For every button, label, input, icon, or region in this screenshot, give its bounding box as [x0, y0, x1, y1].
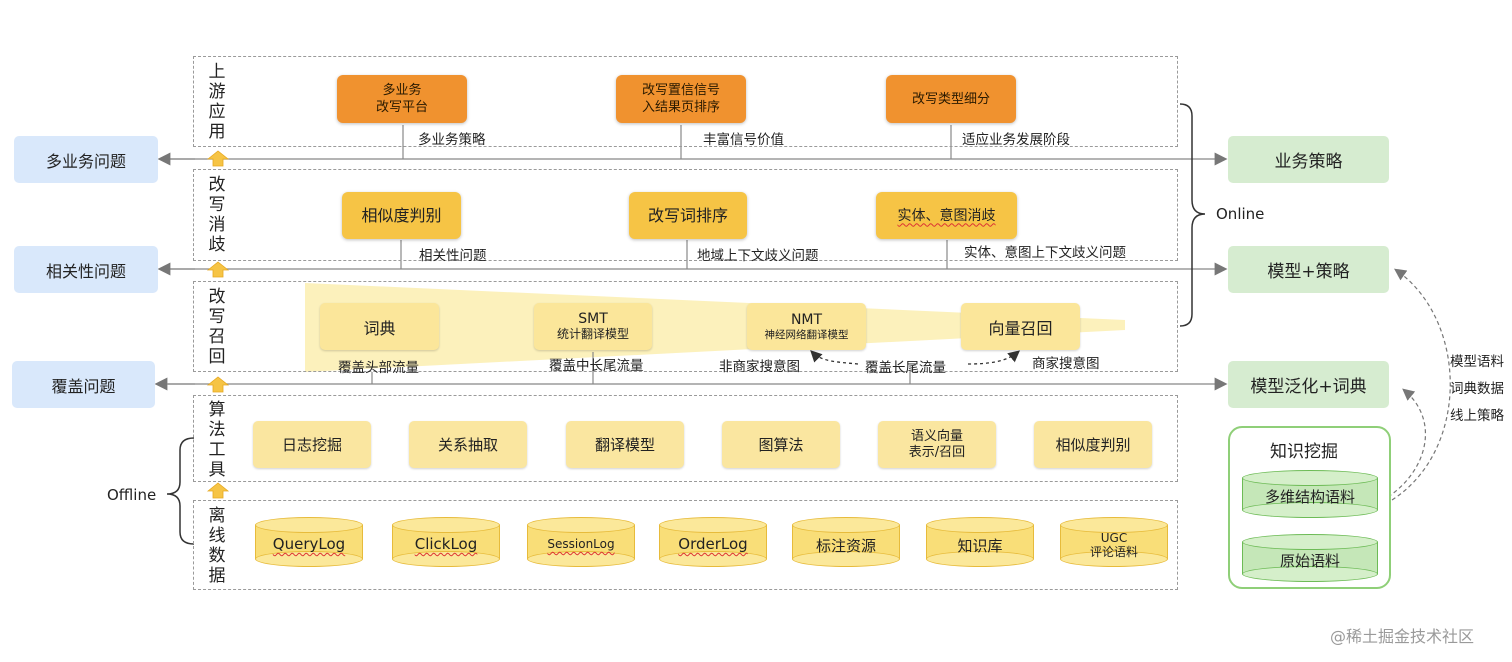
cylinder-structured-corpus: 多维结构语料: [1242, 470, 1378, 518]
raw-corpus-label: 原始语料: [1279, 552, 1340, 570]
layer-algorithm-tools: [193, 395, 1178, 482]
disambig-box-entity-intent-text: 实体、意图消歧: [897, 207, 996, 224]
structured-corpus-label: 多维结构语料: [1264, 488, 1355, 506]
layer-label-algo: 算 法 工 具: [208, 400, 226, 480]
data-label-sessionlog: SessionLog: [547, 537, 615, 551]
recall-box-dictionary-title: 词典: [363, 318, 396, 338]
data-cylinder-knowledge-base: 知识库: [926, 517, 1034, 567]
recall-box-vector-title: 向量召回: [988, 318, 1053, 338]
data-label-knowledge-base: 知识库: [957, 537, 1003, 555]
recall-box-nmt-title: NMT: [790, 311, 823, 328]
upstream-note-3: 适应业务发展阶段: [962, 132, 1070, 148]
layer-offline-data: [193, 500, 1178, 590]
recall-note-non-merchant: 非商家搜意图: [719, 359, 800, 375]
side-note-model-corpus: 模型语料: [1450, 354, 1504, 370]
disambig-box-similarity: 相似度判别: [342, 192, 461, 239]
algo-box-graph-algorithm: 图算法: [722, 421, 840, 468]
disambig-note-3: 实体、意图上下文歧义问题: [964, 245, 1126, 261]
online-label: Online: [1216, 205, 1265, 223]
yellow-up-arrows: [206, 150, 230, 499]
data-label-querylog: QueryLog: [272, 535, 346, 553]
disambig-box-rank: 改写词排序: [629, 192, 747, 239]
layer-label-recall: 改 写 召 回: [208, 287, 226, 367]
algo-box-relation-extraction: 关系抽取: [409, 421, 527, 468]
offline-brace: [166, 437, 195, 545]
recall-box-nmt-sub: 神经网络翻译模型: [764, 328, 849, 341]
side-note-online-strategy: 线上策略: [1450, 408, 1504, 424]
knowledge-mining-title: 知识挖掘: [1270, 442, 1338, 462]
recall-box-smt-title: SMT: [578, 311, 608, 327]
layer-label-upstream: 上 游 应 用: [208, 62, 226, 142]
strategy-model-plus-strategy: 模型+策略: [1228, 246, 1389, 293]
recall-note-merchant: 商家搜意图: [1032, 356, 1100, 372]
algo-box-translation-model: 翻译模型: [566, 421, 684, 468]
strategy-business: 业务策略: [1228, 136, 1389, 183]
layer-label-disambig: 改 写 消 歧: [208, 175, 226, 255]
layer-upstream-app: [193, 56, 1178, 147]
data-cylinder-annotation: 标注资源: [792, 517, 900, 567]
recall-box-nmt: NMT 神经网络翻译模型: [747, 303, 866, 350]
strategy-generalization-dictionary: 模型泛化+词典: [1228, 361, 1389, 408]
algo-box-semantic-vector: 语义向量 表示/召回: [878, 421, 996, 468]
recall-note-head: 覆盖头部流量: [338, 360, 419, 376]
upstream-box-multi-business: 多业务 改写平台: [337, 75, 467, 123]
offline-label: Offline: [107, 486, 157, 504]
data-cylinder-sessionlog: SessionLog: [527, 517, 635, 567]
layer-label-offline: 离 线 数 据: [208, 506, 226, 586]
data-cylinder-querylog: QueryLog: [255, 517, 363, 567]
recall-glow: [305, 283, 1125, 372]
data-label-annotation: 标注资源: [815, 537, 876, 555]
recall-box-vector: 向量召回: [961, 303, 1080, 350]
upstream-box-confidence-signal: 改写置信信号 入结果页排序: [616, 75, 746, 123]
data-cylinder-clicklog: ClickLog: [392, 517, 500, 567]
recall-box-dictionary: 词典: [320, 303, 439, 350]
algo-box-similarity: 相似度判别: [1034, 421, 1152, 468]
algo-box-log-mining: 日志挖掘: [253, 421, 371, 468]
online-brace: [1179, 103, 1206, 327]
upstream-note-1: 多业务策略: [418, 132, 486, 148]
side-note-dictionary-data: 词典数据: [1450, 381, 1504, 397]
disambig-note-1: 相关性问题: [419, 248, 487, 264]
issue-relevance: 相关性问题: [14, 246, 158, 293]
disambig-box-entity-intent: 实体、意图消歧: [876, 192, 1017, 239]
data-label-clicklog: ClickLog: [414, 535, 478, 553]
issue-coverage: 覆盖问题: [12, 361, 155, 408]
watermark: @稀土掘金技术社区: [1330, 627, 1475, 646]
layer-rewrite-disambiguation: [193, 169, 1178, 261]
data-label-ugc: UGC 评论语料: [1089, 531, 1138, 559]
recall-note-long-tail: 覆盖长尾流量: [865, 360, 946, 376]
data-cylinder-ugc: UGC 评论语料: [1060, 517, 1168, 567]
disambig-note-2: 地域上下文歧义问题: [697, 248, 819, 264]
issue-multi-business: 多业务问题: [14, 136, 158, 183]
data-cylinder-orderlog: OrderLog: [659, 517, 767, 567]
upstream-note-2: 丰富信号价值: [703, 132, 784, 148]
cylinder-raw-corpus: 原始语料: [1242, 534, 1378, 582]
upstream-box-type-subdivision: 改写类型细分: [886, 75, 1016, 123]
layer-rewrite-recall: [193, 281, 1178, 372]
recall-box-smt: SMT 统计翻译模型: [534, 303, 652, 350]
recall-note-mid-tail: 覆盖中长尾流量: [549, 358, 644, 374]
recall-box-smt-sub: 统计翻译模型: [556, 327, 629, 341]
data-label-orderlog: OrderLog: [678, 535, 748, 553]
